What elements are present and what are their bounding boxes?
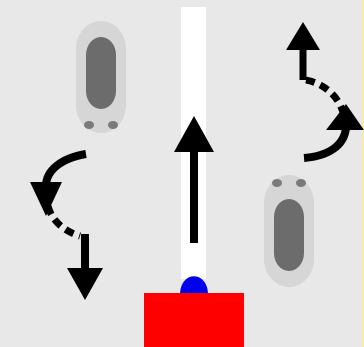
left-turnaround-arrow-icon xyxy=(30,150,103,300)
car-light-right xyxy=(108,121,118,129)
right-turnaround-arrow-icon xyxy=(286,22,364,162)
ego-vehicle xyxy=(144,293,244,347)
car-top-left xyxy=(76,21,126,133)
car-light-left xyxy=(272,179,282,187)
car-window xyxy=(274,199,304,271)
car-right xyxy=(264,175,314,287)
car-window xyxy=(86,37,116,109)
car-light-right xyxy=(296,179,306,187)
car-light-left xyxy=(84,121,94,129)
driver-marker xyxy=(180,276,208,295)
straight-arrow-icon xyxy=(174,116,214,243)
